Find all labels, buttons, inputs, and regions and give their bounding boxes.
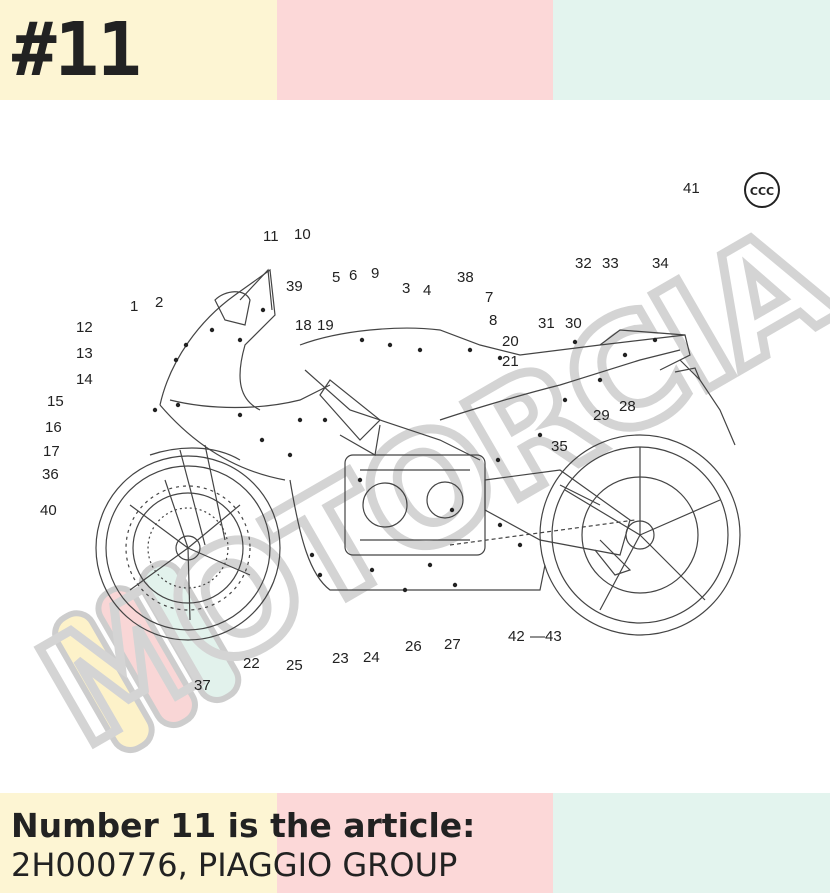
callout-43: —43 — [530, 629, 562, 645]
article-number-heading: #11 — [12, 7, 142, 93]
callout-39: 39 — [286, 278, 303, 295]
caption-title: Number 11 is the article: — [11, 806, 476, 845]
callout-16: 16 — [45, 419, 62, 436]
callout-21: 21 — [502, 353, 519, 370]
band-pink — [277, 0, 553, 100]
callout-11: 11 — [263, 228, 279, 245]
band-yellow — [0, 793, 277, 893]
callout-14: 14 — [76, 371, 93, 388]
callout-40: 40 — [40, 502, 57, 519]
callout-12: 12 — [76, 319, 93, 336]
callout-42: 42 — [508, 628, 525, 645]
callout-28: 28 — [619, 398, 636, 415]
callout-7: 7 — [485, 289, 494, 306]
header-band — [0, 0, 830, 100]
watermark-text: MOTORCIA — [13, 192, 830, 781]
callout-18: 18 — [295, 317, 312, 334]
callout-4: 4 — [423, 282, 432, 299]
callout-10: 10 — [294, 226, 311, 243]
ccc-certification-icon: CCC — [744, 172, 780, 208]
decal-markers — [152, 307, 658, 593]
band-mint — [553, 793, 830, 893]
motorcycle-diagram: MOTORCIA — [9, 172, 830, 786]
watermark-logo: MOTORCIA — [9, 188, 830, 786]
callout-43-number: 43 — [545, 628, 562, 645]
callout-9: 9 — [371, 265, 380, 282]
motorcycle-line-art — [95, 268, 741, 641]
callout-27: 27 — [444, 636, 461, 653]
callout-38: 38 — [457, 269, 474, 286]
callout-26: 26 — [405, 638, 422, 655]
footer-band — [0, 793, 830, 893]
callout-2: 2 — [155, 294, 164, 311]
callout-34: 34 — [652, 255, 669, 272]
callout-1: 1 — [130, 298, 139, 315]
callout-15: 15 — [47, 393, 64, 410]
callout-19: 19 — [317, 317, 334, 334]
callout-20: 20 — [502, 333, 519, 350]
callout-33: 33 — [602, 255, 619, 272]
callout-29: 29 — [593, 407, 610, 424]
callout-8: 8 — [489, 312, 498, 329]
band-mint — [553, 0, 830, 100]
callout-32: 32 — [575, 255, 592, 272]
callout-24: 24 — [363, 649, 380, 666]
callout-25: 25 — [286, 657, 303, 674]
callout-6: 6 — [349, 267, 358, 284]
callout-37: 37 — [194, 677, 211, 694]
callout-5: 5 — [332, 269, 341, 286]
callout-23: 23 — [332, 650, 349, 667]
callout-36: 36 — [42, 466, 59, 483]
callout-3: 3 — [402, 280, 411, 297]
band-yellow — [0, 0, 277, 100]
svg-text:CCC: CCC — [750, 185, 774, 198]
callout-13: 13 — [76, 345, 93, 362]
callout-30: 30 — [565, 315, 582, 332]
callout-35: 35 — [551, 438, 568, 455]
callout-31: 31 — [538, 315, 555, 332]
callout-41: 41 — [683, 180, 700, 197]
band-pink — [277, 793, 553, 893]
callout-17: 17 — [43, 443, 60, 460]
callout-43-dash: — — [530, 628, 545, 645]
caption-article-code: 2H000776, PIAGGIO GROUP — [11, 846, 458, 884]
callout-22: 22 — [243, 655, 260, 672]
